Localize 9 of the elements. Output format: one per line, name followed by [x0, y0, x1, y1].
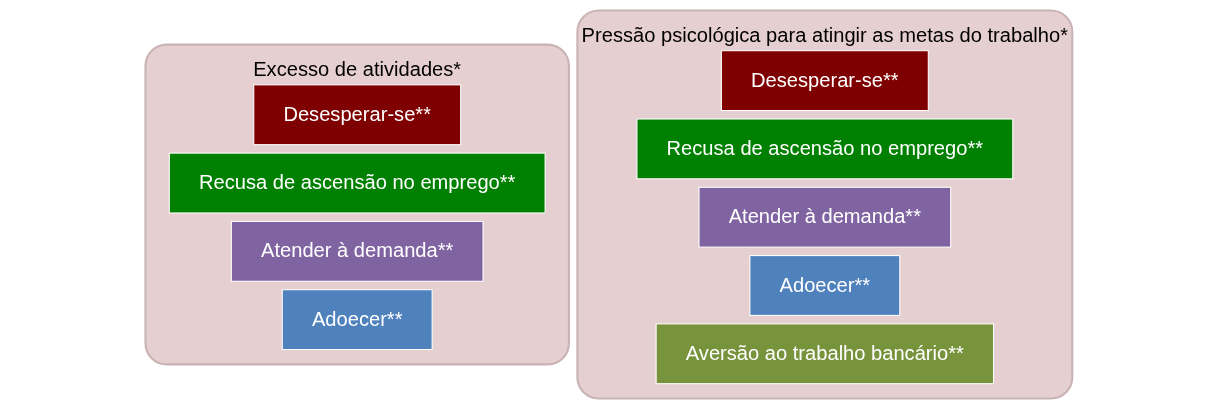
node-box: Recusa de ascensão no emprego** [636, 118, 1014, 180]
node-box: Recusa de ascensão no emprego** [168, 152, 546, 214]
node-box: Atender à demanda** [698, 186, 952, 248]
node-box: Atender à demanda** [230, 220, 484, 282]
node-box: Adoecer** [749, 255, 901, 316]
node-box: Desesperar-se** [253, 84, 462, 146]
node-box: Adoecer** [281, 289, 433, 351]
node-box: Aversão ao trabalho bancário** [655, 323, 995, 385]
node-box: Desesperar-se** [720, 50, 929, 112]
